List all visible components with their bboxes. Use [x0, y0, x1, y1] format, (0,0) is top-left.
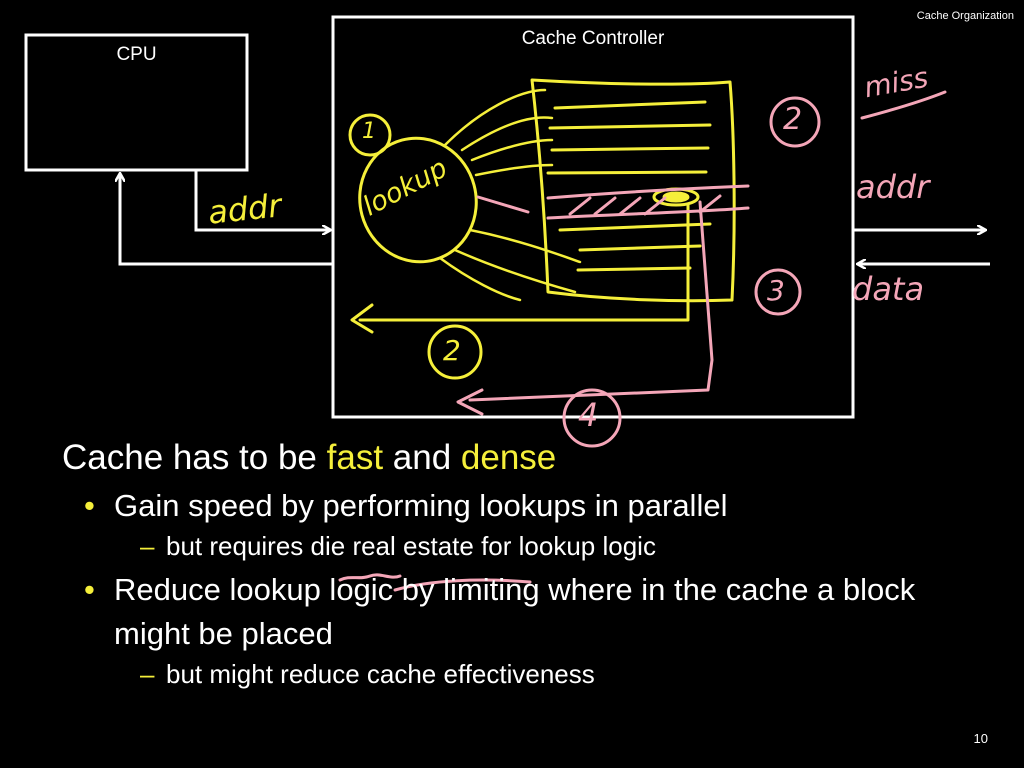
addr-right-annotation: addr [856, 168, 930, 206]
sub-bullet-1: – but requires die real estate for looku… [140, 528, 992, 564]
main-heading: Cache has to be fast and dense [62, 436, 992, 480]
slide-body: Cache has to be fast and dense • Gain sp… [62, 436, 992, 692]
heading-fast: fast [326, 438, 384, 477]
bullet-dot-icon: • [84, 488, 95, 523]
pink-annotations [338, 90, 947, 592]
cache-controller-box [331, 15, 855, 419]
heading-middle: and [383, 438, 461, 477]
step-1-label: 1 [362, 119, 376, 144]
sub-bullet-1-text: but requires die real estate for lookup … [166, 531, 656, 561]
heading-dense: dense [460, 438, 557, 477]
step-3-circle [754, 268, 802, 316]
step-2-left-circle [427, 324, 483, 380]
page-number: 10 [973, 731, 988, 746]
lookup-circle [358, 136, 478, 264]
dash-icon: – [140, 659, 155, 689]
hit-return-path [350, 203, 690, 334]
heading-prefix: Cache has to be [62, 438, 327, 477]
step-2-left-label: 2 [443, 334, 461, 367]
bullet-2-text: Reduce lookup logic by limiting where in… [114, 572, 916, 651]
cpu-box [24, 33, 249, 172]
sub-bullet-2: – but might reduce cache effectiveness [140, 656, 992, 692]
cpu-to-cache-arrow [194, 170, 330, 230]
addr-left-annotation: addr [206, 186, 284, 232]
cache-controller-label: Cache Controller [521, 28, 665, 49]
bullet-2: • Reduce lookup logic by limiting where … [84, 568, 992, 656]
data-annotation: data [852, 270, 925, 308]
cache-to-cpu-arrow [120, 174, 333, 266]
step-4-label: 4 [578, 396, 599, 434]
bullet-dot-icon: • [84, 572, 95, 607]
step-2-right-label: 2 [783, 102, 803, 137]
cpu-label: CPU [116, 44, 157, 65]
dash-icon: – [140, 531, 155, 561]
bullet-1: • Gain speed by performing lookups in pa… [84, 484, 992, 528]
step-1-circle [348, 113, 392, 157]
step-4-circle [562, 388, 622, 448]
step-3-label: 3 [767, 274, 785, 307]
sub-bullet-2-text: but might reduce cache effectiveness [166, 659, 595, 689]
step-2-right-circle [769, 96, 821, 148]
cache-array-sketch [530, 78, 736, 303]
bullet-1-text: Gain speed by performing lookups in para… [114, 488, 728, 523]
lookup-fan-lines [438, 88, 582, 302]
slide-header: Cache Organization [916, 10, 1014, 22]
